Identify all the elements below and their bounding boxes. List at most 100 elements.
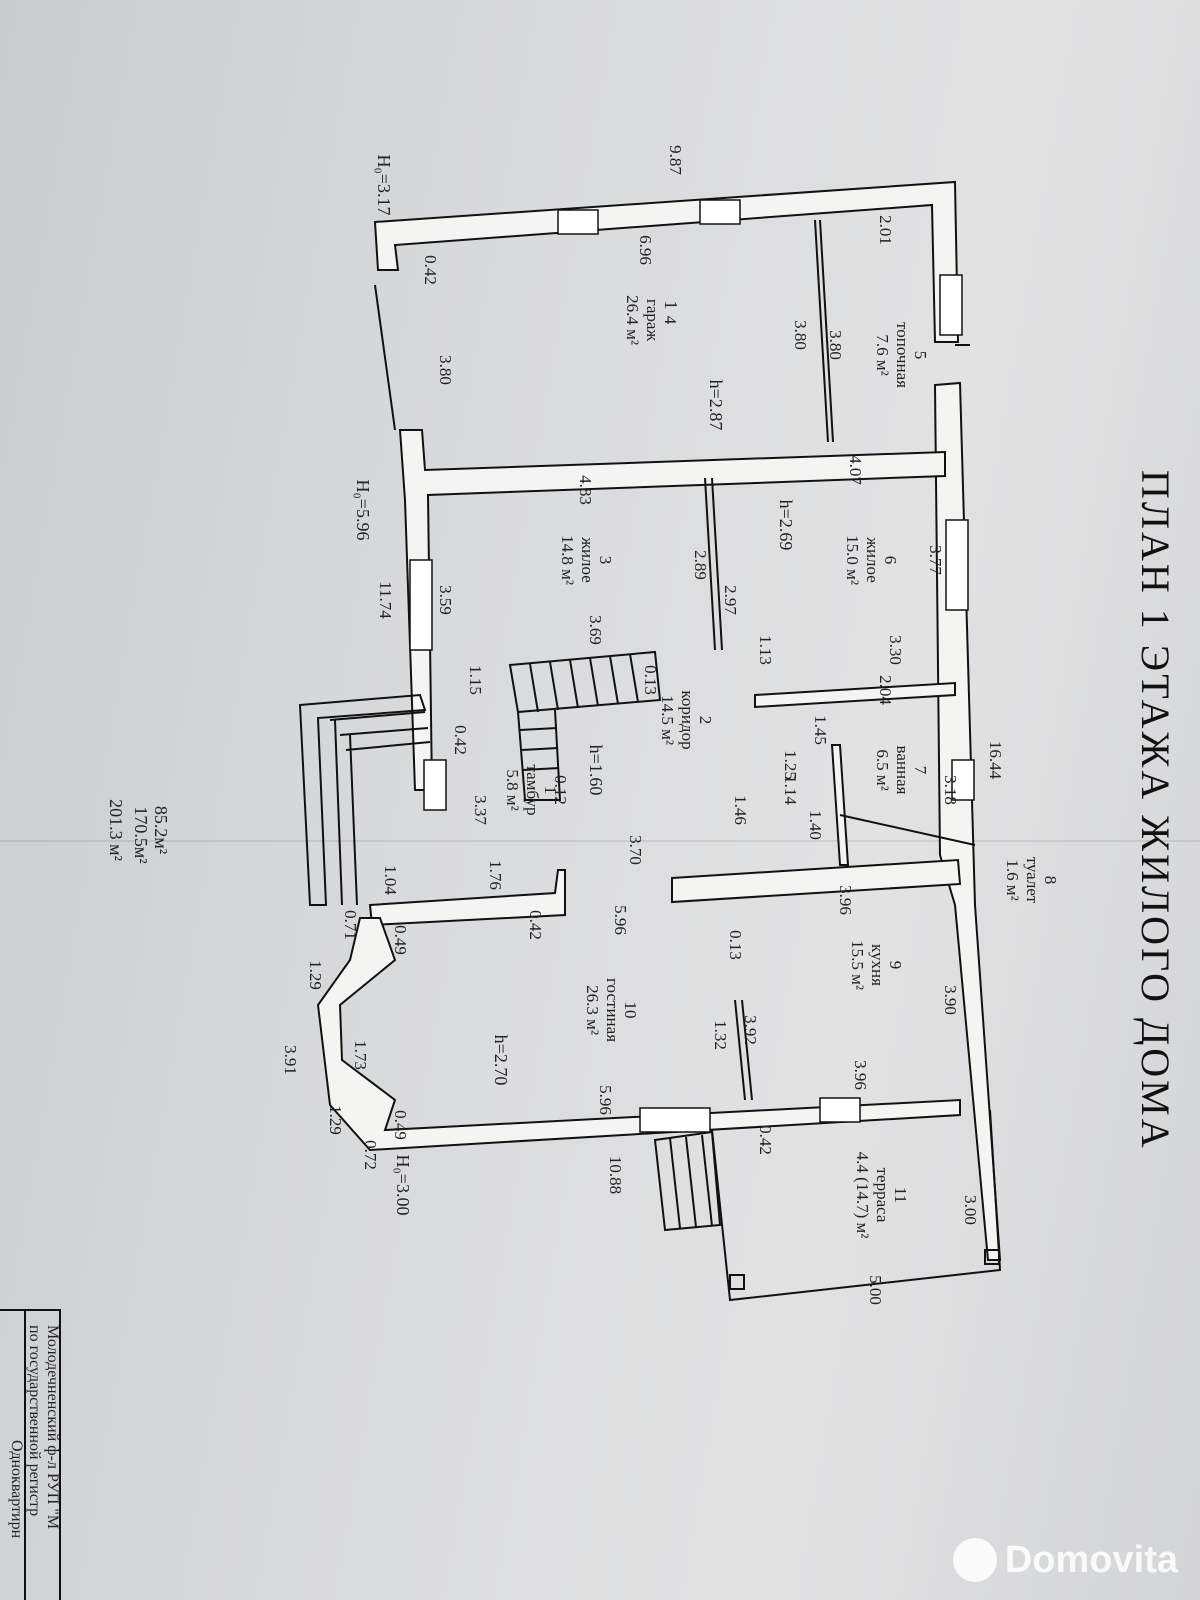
room-8-area: 1.6 м²	[1003, 859, 1022, 900]
room-1-name: тамбур	[523, 765, 542, 816]
wall-boiler-partition-2	[819, 219, 834, 443]
window-vestibule	[423, 759, 447, 811]
room-1-area: 5.8 м²	[503, 769, 522, 810]
dimension-52: 10.88	[606, 1156, 625, 1194]
dimension-40: 1.29	[306, 960, 325, 990]
dimension-18: 1.15	[466, 665, 485, 695]
domovita-watermark: Domovita	[952, 1538, 1178, 1582]
room-4-name: гараж	[643, 299, 662, 342]
dimension-13: 3.59	[436, 585, 455, 615]
stamp-line-1: Молодечненский ф-л РУП "М	[44, 1325, 61, 1529]
dimension-45: 3.91	[281, 1045, 300, 1075]
room-3-number: 3	[596, 556, 615, 565]
stamp-line-3: Одноквартирн	[8, 1440, 25, 1539]
room-9-area: 15.5 м²	[848, 940, 867, 990]
dimension-2: 6.96	[636, 235, 655, 265]
dimension-48: 1.29	[326, 1105, 345, 1135]
dimension-15: 3.69	[586, 615, 605, 645]
wall-bath-partition	[830, 744, 850, 866]
terrace	[653, 1109, 1002, 1302]
dimension-6: 3.80	[791, 320, 810, 350]
dimension-44: 1.73	[351, 1040, 370, 1070]
dimension-30: 1.40	[806, 810, 825, 840]
level-mark-1: H₀=3.17	[374, 155, 394, 216]
room-2-area: 14.5 м²	[658, 695, 677, 745]
room-4-num: 1	[661, 301, 681, 310]
dimension-32: 1.04	[381, 865, 400, 895]
dimension-43: 1.32	[711, 1020, 730, 1050]
domovita-logo-icon	[952, 1538, 997, 1582]
dimension-26: 3.18	[941, 775, 960, 805]
ceiling-height-2: h=2.69	[776, 500, 796, 551]
room-6-name: жилое	[863, 536, 882, 583]
room-6-area: 15.0 м²	[843, 535, 862, 585]
room-2-number: 2	[696, 716, 715, 725]
room-7-name: ванная	[893, 746, 912, 795]
window-kitchen	[819, 1097, 861, 1123]
dimension-17: 3.30	[886, 635, 905, 665]
room-8-name: туалет	[1023, 857, 1042, 904]
dimension-19: 0.13	[641, 665, 660, 695]
dimension-31: 3.70	[626, 835, 645, 865]
staircase	[508, 650, 662, 801]
wall-room3-room6-2	[711, 477, 723, 651]
dimension-21: 1.45	[811, 715, 830, 745]
room-8-number: 8	[1041, 876, 1060, 885]
dimension-39: 0.13	[726, 930, 745, 960]
room-1-number: 1	[541, 786, 560, 795]
dimension-11: 2.97	[721, 585, 740, 615]
total-area-2: 170.5м²	[131, 806, 151, 863]
room-11-area: 4.4 (14.7) м²	[853, 1152, 872, 1239]
level-mark-2: H₀=5.96	[353, 480, 373, 541]
stamp-line-2: по государственной регистр	[26, 1325, 43, 1516]
window-boiler	[939, 274, 963, 336]
dimension-16: 1.13	[756, 635, 775, 665]
dimension-50: 0.72	[361, 1140, 380, 1170]
dimension-23: 1.25	[781, 750, 800, 780]
wall-corridor-top	[754, 681, 956, 709]
room-2-name: коридор	[678, 690, 697, 749]
ceiling-height-3: h=1.60	[586, 745, 606, 796]
room-9-number: 9	[886, 961, 905, 970]
dimension-53: 3.00	[961, 1195, 980, 1225]
dimension-36: 0.42	[526, 910, 545, 940]
room-4-area: 26.4 м²	[623, 295, 642, 345]
room-11-name: терраса	[873, 1168, 892, 1223]
paper-fold-line	[0, 840, 1200, 842]
dimension-27: 16.44	[986, 741, 1005, 780]
window-room3	[409, 559, 433, 651]
dimension-35: 5.96	[611, 905, 630, 935]
room-5-number: 5	[911, 351, 930, 360]
dimension-41: 3.90	[941, 985, 960, 1015]
room-3-area: 14.8 м²	[558, 535, 577, 585]
dimension-42: 3.92	[741, 1015, 760, 1045]
room-10-area: 26.3 м²	[583, 985, 602, 1035]
dimension-28: 3.37	[471, 795, 490, 825]
wall-kitchen-living	[734, 999, 746, 1101]
wall-boiler-partition	[814, 219, 829, 443]
dimension-49: 0.49	[391, 1110, 410, 1140]
total-area-1: 85.2м²	[151, 806, 171, 854]
dimension-5: 3.80	[436, 355, 455, 385]
dimension-9: 4.83	[576, 475, 595, 505]
room-6-number: 6	[881, 556, 900, 565]
wall-garage-outer	[373, 180, 960, 343]
dimension-20: 2.04	[876, 675, 895, 705]
dimension-24: 1.14	[781, 775, 800, 805]
room-4-number: 4	[661, 316, 680, 325]
window-garage-2	[699, 199, 741, 225]
level-mark-3: H₀=3.00	[393, 1155, 413, 1216]
room-9-name: кухня	[868, 944, 887, 986]
dimension-8: 4.07	[846, 455, 865, 485]
dimension-54: 5.00	[866, 1275, 885, 1305]
dimension-22: 0.42	[451, 725, 470, 755]
dimension-34: 3.96	[836, 885, 855, 915]
dimension-14: 11.74	[376, 581, 395, 619]
room-11-number: 11	[891, 1187, 910, 1203]
plan-title: ПЛАН 1 ЭТАЖА ЖИЛОГО ДОМА	[1133, 470, 1178, 1151]
room-10-number: 10	[621, 1002, 640, 1019]
dimension-4: 0.42	[421, 255, 440, 285]
dimension-25: 0.12	[551, 775, 570, 805]
